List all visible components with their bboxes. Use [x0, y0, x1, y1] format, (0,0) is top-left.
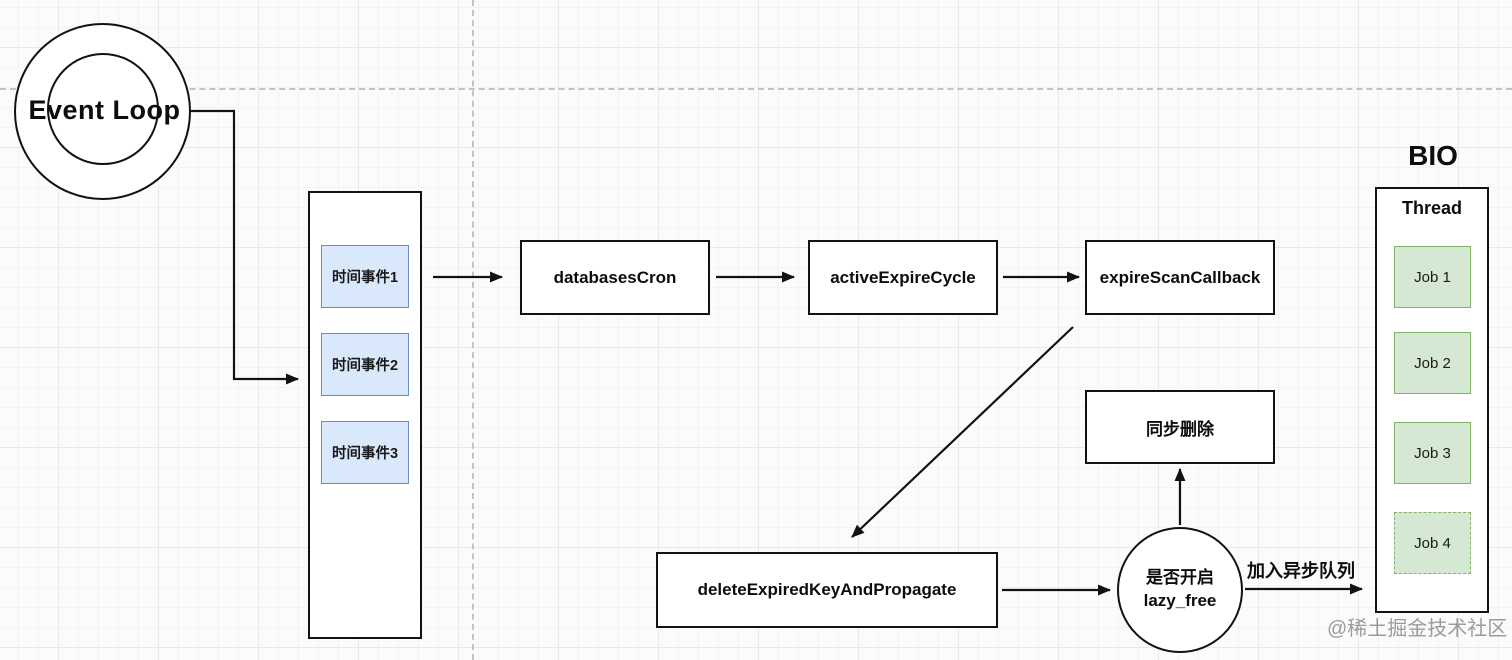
lazy-free-decision-line2: lazy_free	[1143, 591, 1217, 610]
job-2-label: Job 2	[1414, 354, 1451, 372]
timer-event-1: 时间事件1	[321, 245, 409, 308]
expire-scan-callback-node: expireScanCallback	[1085, 240, 1275, 315]
lazy-free-decision-node: 是否开启 lazy_free	[1117, 527, 1243, 653]
job-box-2: Job 2	[1394, 332, 1471, 394]
delete-expired-node: deleteExpiredKeyAndPropagate	[656, 552, 998, 628]
job-box-1: Job 1	[1394, 246, 1471, 308]
databases-cron-node: databasesCron	[520, 240, 710, 315]
page-guide-horizontal	[0, 88, 1512, 90]
job-4-label: Job 4	[1414, 534, 1451, 552]
active-expire-cycle-label: activeExpireCycle	[830, 267, 976, 287]
event-loop-label: Event Loop	[28, 95, 181, 125]
job-box-4: Job 4	[1394, 512, 1471, 574]
event-loop-inner-ring	[47, 53, 159, 165]
timer-event-2: 时间事件2	[321, 333, 409, 396]
delete-expired-label: deleteExpiredKeyAndPropagate	[697, 580, 957, 599]
bio-thread-label: Thread	[1401, 198, 1462, 218]
sync-delete-label: 同步删除	[1146, 419, 1214, 439]
page-guide-vertical	[472, 0, 474, 660]
arrow-event-loop-to-timer-panel	[191, 109, 299, 385]
event-loop-node: Event Loop	[14, 23, 191, 200]
timer-event-3: 时间事件3	[321, 421, 409, 484]
arrow-expirescancallback-to-deleteexpired	[851, 326, 1074, 538]
databases-cron-label: databasesCron	[553, 267, 677, 287]
async-queue-edge-label: 加入异步队列	[1247, 561, 1355, 581]
juejin-watermark: @稀土掘金技术社区	[1327, 618, 1508, 640]
job-box-3: Job 3	[1394, 422, 1471, 484]
active-expire-cycle-node: activeExpireCycle	[808, 240, 998, 315]
timer-event-3-label: 时间事件3	[331, 446, 399, 462]
job-3-label: Job 3	[1414, 444, 1451, 462]
bio-title: BIO	[1408, 140, 1458, 171]
sync-delete-node: 同步删除	[1085, 390, 1275, 464]
expire-scan-callback-label: expireScanCallback	[1099, 267, 1261, 287]
timer-event-1-label: 时间事件1	[331, 270, 399, 286]
lazy-free-decision-line1: 是否开启	[1146, 568, 1214, 588]
timer-event-2-label: 时间事件2	[331, 358, 399, 374]
job-1-label: Job 1	[1414, 268, 1451, 286]
